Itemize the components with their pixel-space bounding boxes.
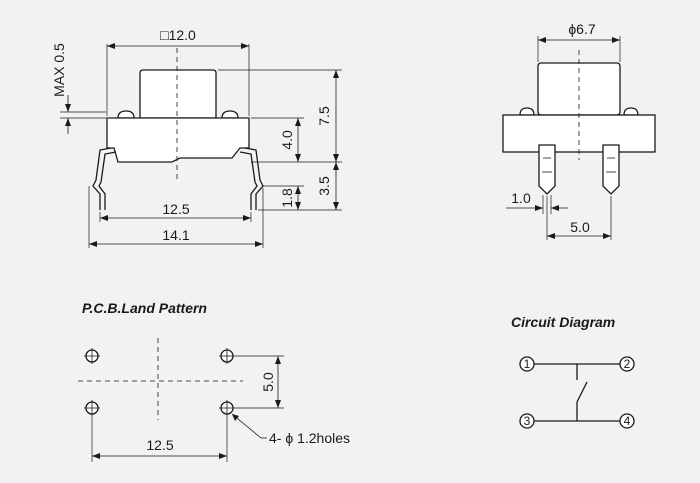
dim-overall-height: 7.5	[316, 106, 332, 126]
dim-lead-inner-span: 12.5	[162, 201, 189, 217]
pcb-hole	[219, 348, 235, 364]
front-right-bump	[221, 110, 239, 119]
switch-contact	[576, 381, 588, 403]
side-left-lead	[538, 144, 556, 195]
svg-text:2: 2	[624, 357, 631, 371]
pcb-title: P.C.B.Land Pattern	[82, 300, 207, 316]
front-view: □12.0 MAX 0.5 7.5 3.5 4.0 1.8 12.5 14.1	[51, 27, 342, 248]
front-left-bump	[117, 110, 135, 119]
front-left-lead	[92, 147, 112, 210]
pcb-hole	[84, 348, 100, 364]
dim-lead-outer-span: 14.1	[162, 227, 189, 243]
pin-1: 1	[519, 356, 535, 372]
svg-text:1: 1	[524, 357, 531, 371]
pcb-hole	[219, 400, 235, 416]
pin-3: 3	[519, 413, 535, 429]
svg-text:4: 4	[624, 414, 631, 428]
pcb-hole	[84, 400, 100, 416]
dim-column-pitch: 12.5	[146, 437, 173, 453]
dim-button-diameter: ϕ6.7	[568, 21, 596, 37]
svg-text:3: 3	[524, 414, 531, 428]
pin-4: 4	[619, 413, 635, 429]
pin-2: 2	[619, 356, 635, 372]
side-left-bump	[519, 107, 535, 116]
dim-row-pitch: 5.0	[260, 372, 276, 392]
circuit-diagram: Circuit Diagram 1 2 3 4	[511, 314, 635, 429]
front-body	[106, 117, 250, 163]
front-right-lead	[244, 147, 264, 210]
pcb-land-pattern: P.C.B.Land Pattern	[78, 300, 350, 462]
dim-lead-bend: 1.8	[279, 188, 295, 208]
side-right-lead	[602, 144, 620, 195]
side-right-bump	[623, 107, 639, 116]
dim-lead-width: 1.0	[511, 190, 531, 206]
dim-lead-pitch: 5.0	[570, 219, 590, 235]
dim-holes: 4- ϕ 1.2holes	[269, 430, 350, 446]
dim-body-height: 4.0	[279, 130, 295, 150]
side-view: ϕ6.7 1.0 5.0	[502, 21, 656, 240]
dim-max-offset: MAX 0.5	[51, 43, 67, 97]
circuit-title: Circuit Diagram	[511, 314, 615, 330]
front-button-stem	[139, 69, 217, 119]
dim-square-width: □12.0	[160, 27, 196, 43]
dim-lead-height: 3.5	[316, 176, 332, 196]
